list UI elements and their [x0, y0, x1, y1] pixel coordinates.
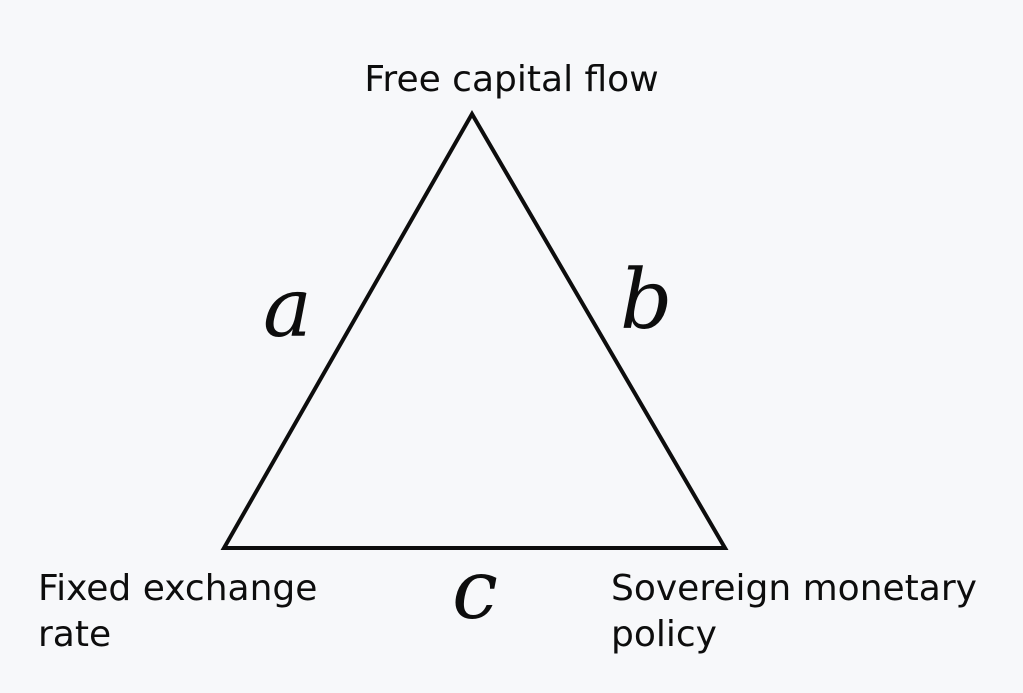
edge-label-c: c	[452, 543, 498, 638]
triangle-outline	[220, 109, 729, 550]
node-label-free-capital-flow: Free capital flow	[364, 59, 659, 100]
node-label-sovereign-monetary-policy: Sovereign monetary policy	[611, 568, 977, 655]
node-label-fixed-exchange-rate: Fixed exchange rate	[38, 568, 318, 655]
edge-label-a: a	[263, 261, 312, 356]
edge-label-b: b	[620, 253, 673, 348]
